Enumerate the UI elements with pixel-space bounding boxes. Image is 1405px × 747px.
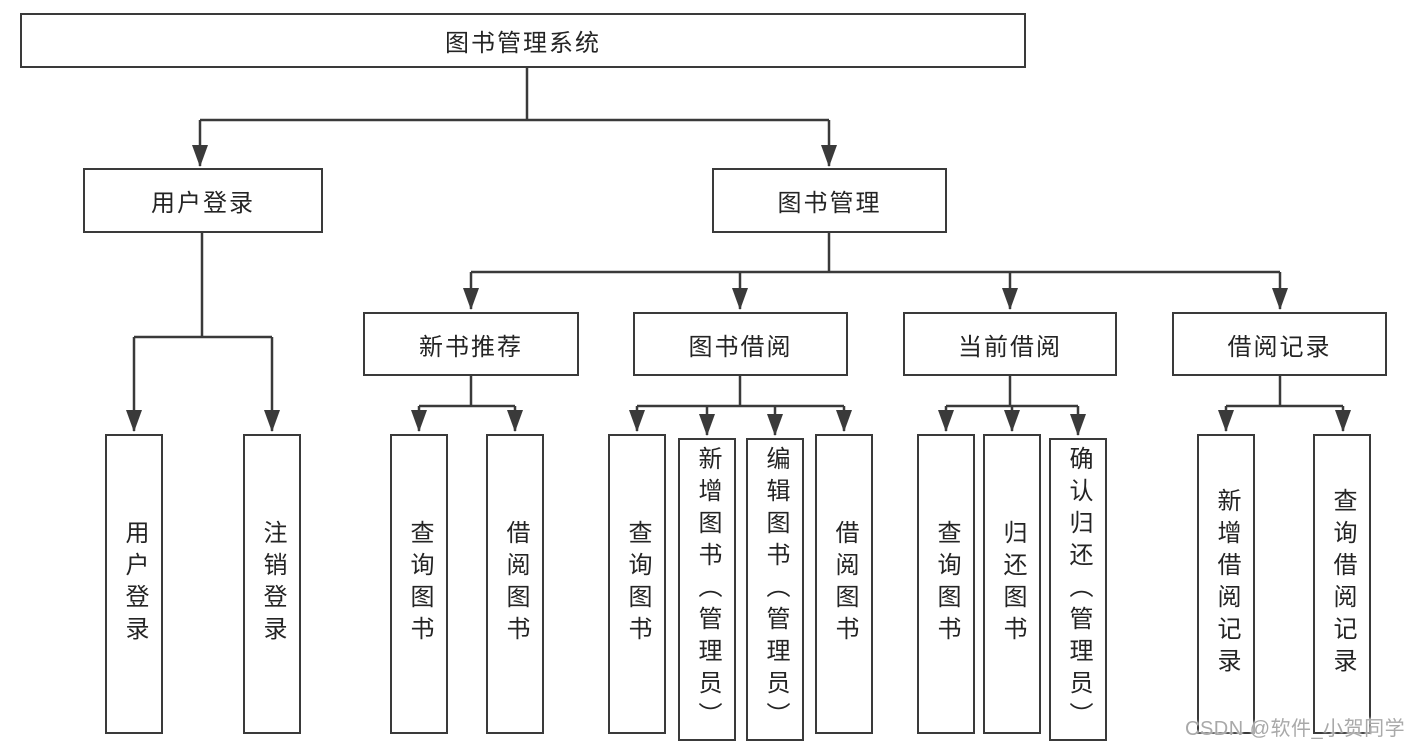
leaf-label: 查询图书	[933, 520, 960, 648]
node-book-borrowing: 图书借阅	[633, 312, 848, 376]
node-label: 用户登录	[151, 190, 255, 217]
node-label: 借阅记录	[1227, 333, 1332, 361]
leaf-label: 归还图书	[999, 520, 1026, 648]
leaf-user-login: 用户登录	[105, 434, 163, 734]
leaf-query-books-borrowing: 查询图书	[608, 434, 666, 734]
leaf-label: 查询图书	[624, 520, 651, 648]
node-borrowing-records: 借阅记录	[1172, 312, 1387, 376]
leaf-return-books: 归还图书	[983, 434, 1041, 734]
leaf-label: 新增借阅记录	[1213, 488, 1240, 680]
leaf-label: 借阅图书	[831, 520, 858, 648]
node-new-book-recommend: 新书推荐	[363, 312, 579, 376]
node-book-management-branch: 图书管理	[712, 168, 947, 233]
node-label: 图书管理系统	[445, 30, 601, 57]
node-current-borrowing: 当前借阅	[903, 312, 1117, 376]
leaf-label: 借阅图书	[502, 520, 529, 648]
leaf-query-books-recommend: 查询图书	[390, 434, 448, 734]
leaf-label: 编辑图书（管理员）	[762, 445, 789, 734]
node-label: 新书推荐	[419, 333, 523, 361]
leaf-borrow-books-recommend: 借阅图书	[486, 434, 544, 734]
leaf-label: 查询借阅记录	[1329, 488, 1356, 680]
node-label: 图书借阅	[688, 333, 793, 361]
leaf-label: 用户登录	[121, 520, 148, 648]
leaf-confirm-return-admin: 确认归还（管理员）	[1049, 438, 1107, 741]
leaf-borrow-books: 借阅图书	[815, 434, 873, 734]
leaf-add-books-admin: 新增图书（管理员）	[678, 438, 736, 741]
node-label: 图书管理	[777, 190, 882, 217]
leaf-logout: 注销登录	[243, 434, 301, 734]
leaf-query-borrow-record: 查询借阅记录	[1313, 434, 1371, 734]
tree-connectors	[126, 68, 1351, 436]
leaf-add-borrow-record: 新增借阅记录	[1197, 434, 1255, 734]
node-library-management-system: 图书管理系统	[20, 13, 1026, 68]
leaf-label: 确认归还（管理员）	[1065, 445, 1092, 734]
node-label: 当前借阅	[958, 333, 1062, 361]
leaf-label: 查询图书	[406, 520, 433, 648]
node-user-login-branch: 用户登录	[83, 168, 323, 233]
leaf-edit-books-admin: 编辑图书（管理员）	[746, 438, 804, 741]
leaf-label: 新增图书（管理员）	[694, 445, 721, 734]
leaf-label: 注销登录	[259, 520, 286, 648]
csdn-watermark: CSDN @软件_小贺同学	[1185, 718, 1405, 740]
leaf-query-books-current: 查询图书	[917, 434, 975, 734]
